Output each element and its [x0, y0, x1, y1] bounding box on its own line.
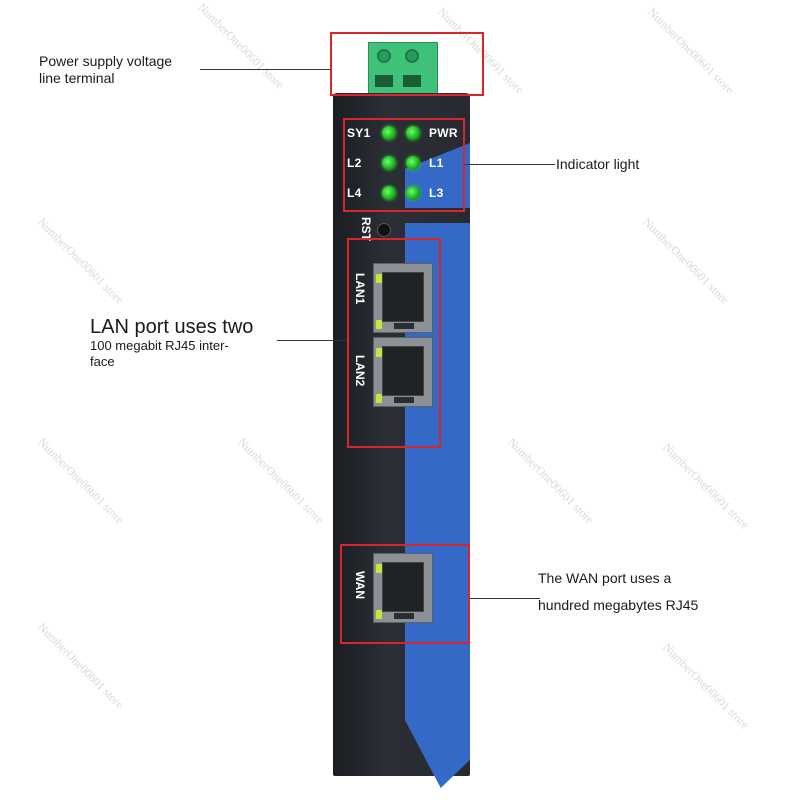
- power-leader-line: [200, 69, 330, 70]
- port-socket: [382, 346, 424, 396]
- wan-leader-line: [470, 598, 540, 599]
- wan-port-highlight: [340, 544, 470, 644]
- led-label-l3: L3: [429, 186, 444, 200]
- port-latch: [394, 323, 414, 329]
- indicator-highlight: [343, 118, 465, 212]
- terminal-slot-icon: [403, 75, 421, 87]
- watermark: NumberOne00601 store: [235, 435, 327, 527]
- wan-port: [373, 553, 433, 623]
- lan-callout: LAN port uses two 100 megabit RJ45 inter…: [90, 316, 253, 370]
- led-label-sy1: SY1: [347, 126, 371, 140]
- power-callout-line2: line terminal: [39, 70, 115, 86]
- port-led-icon: [376, 320, 382, 329]
- watermark: NumberOne00601 store: [35, 620, 127, 712]
- lan-callout-title: LAN port uses two: [90, 316, 254, 338]
- lan1-port: [373, 263, 433, 333]
- power-callout: Power supply voltage line terminal: [39, 53, 172, 87]
- watermark: NumberOne00601 store: [640, 215, 732, 307]
- port-latch: [394, 613, 414, 619]
- power-callout-line1: Power supply voltage: [39, 53, 173, 69]
- watermark: NumberOne00601 store: [660, 640, 752, 732]
- lan2-port: [373, 337, 433, 407]
- wan-callout: The WAN port uses a hundred megabytes RJ…: [538, 570, 698, 614]
- led-label-l4: L4: [347, 186, 362, 200]
- watermark: NumberOne00601 store: [195, 0, 287, 92]
- watermark: NumberOne00601 store: [35, 215, 127, 307]
- lan-ports-highlight: [347, 238, 441, 448]
- watermark: NumberOne00601 store: [645, 5, 737, 97]
- led-l4: [382, 186, 396, 200]
- led-label-pwr: PWR: [429, 126, 458, 140]
- wan-callout-line1: The WAN port uses a: [538, 570, 672, 586]
- port-led-icon: [376, 274, 382, 283]
- led-l2: [382, 156, 396, 170]
- led-label-l1: L1: [429, 156, 444, 170]
- terminal-screw-icon: [377, 49, 391, 63]
- port-led-icon: [376, 394, 382, 403]
- led-l1: [406, 156, 420, 170]
- port-led-icon: [376, 348, 382, 357]
- switch-device: SY1 PWR L2 L1 L4 L3 RST LAN1 LAN2 WAN: [333, 93, 470, 788]
- led-sy1: [382, 126, 396, 140]
- led-label-l2: L2: [347, 156, 362, 170]
- power-terminal: [368, 42, 438, 94]
- terminal-slot-icon: [375, 75, 393, 87]
- indicator-callout: Indicator light: [556, 156, 640, 172]
- watermark: NumberOne00601 store: [35, 435, 127, 527]
- lan-leader-line: [277, 340, 347, 341]
- lan-callout-line2: 100 megabit RJ45 inter-: [90, 338, 229, 353]
- led-pwr: [406, 126, 420, 140]
- port-led-icon: [376, 564, 382, 573]
- lan-callout-line3: face: [90, 354, 115, 369]
- port-led-icon: [376, 610, 382, 619]
- led-l3: [406, 186, 420, 200]
- watermark: NumberOne00601 store: [505, 435, 597, 527]
- reset-button-icon[interactable]: [377, 223, 391, 237]
- port-socket: [382, 562, 424, 612]
- power-terminal-highlight: [330, 32, 484, 96]
- watermark: NumberOne00601 store: [660, 440, 752, 532]
- terminal-screw-icon: [405, 49, 419, 63]
- port-latch: [394, 397, 414, 403]
- indicator-leader-line: [465, 164, 555, 165]
- port-socket: [382, 272, 424, 322]
- wan-callout-line2: hundred megabytes RJ45: [538, 597, 699, 613]
